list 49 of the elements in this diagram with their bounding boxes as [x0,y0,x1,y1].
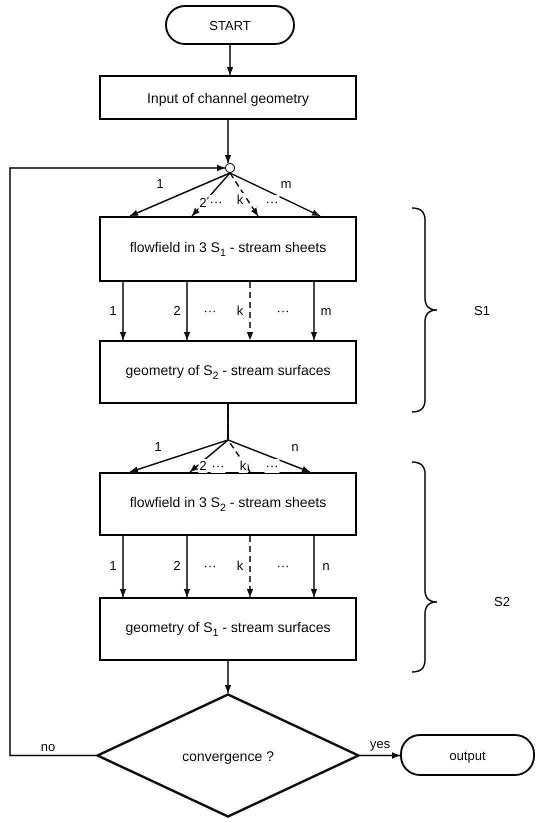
edge-label: 2 [172,304,182,318]
edge-label: 2 [172,559,182,573]
edge-label: 1 [108,304,118,318]
arrow [227,404,310,473]
arrow [230,172,320,217]
edge-label: 2 [198,459,208,473]
arrow [246,282,254,340]
arrow [120,282,126,340]
edge-label: 1 [108,559,118,573]
arrow [224,661,232,693]
arrow [226,45,234,75]
edge-label: k [236,304,244,318]
node-label: geometry of S$_{2}$ - stream surfaces [125,362,331,382]
arrow [120,536,126,597]
arrow [310,536,318,597]
arrow [360,752,400,759]
edge-label: k [238,459,248,473]
text-label: ··· [264,459,280,473]
node-label: geometry of S$_{1}$ - stream surfaces [125,619,331,639]
terminal-shape [165,5,295,45]
node-label: output [449,748,486,762]
junction-circle [225,163,235,173]
arrow [184,282,190,340]
process-box [99,340,357,404]
arrow [229,172,259,216]
arrow [184,536,190,597]
node-label: START [209,18,251,32]
edge-label: k [236,559,244,573]
node-label: Input of channel geometry [147,90,309,106]
text-label: S2 [493,595,511,609]
decision-diamond [96,693,360,818]
arrow [246,536,254,597]
process-box [99,216,357,282]
arrow [224,120,232,163]
terminal-shape [400,734,535,776]
node-label: convergence ? [182,748,274,764]
arrow [310,282,318,340]
edge-label: k [236,193,244,207]
edge-label: 1 [155,177,165,191]
process-box [99,75,357,120]
edge-label: 2 [198,196,208,210]
node-label: flowfield in 3 S$_{2}$ - stream sheets [130,494,326,514]
text-label: S1 [473,304,491,318]
node-label: flowfield in 3 S$_{1}$ - stream sheets [130,239,326,259]
process-box [99,472,357,536]
process-box [99,597,357,661]
arrow [130,172,230,217]
arrow [9,164,225,756]
edge-label: 1 [153,440,163,454]
